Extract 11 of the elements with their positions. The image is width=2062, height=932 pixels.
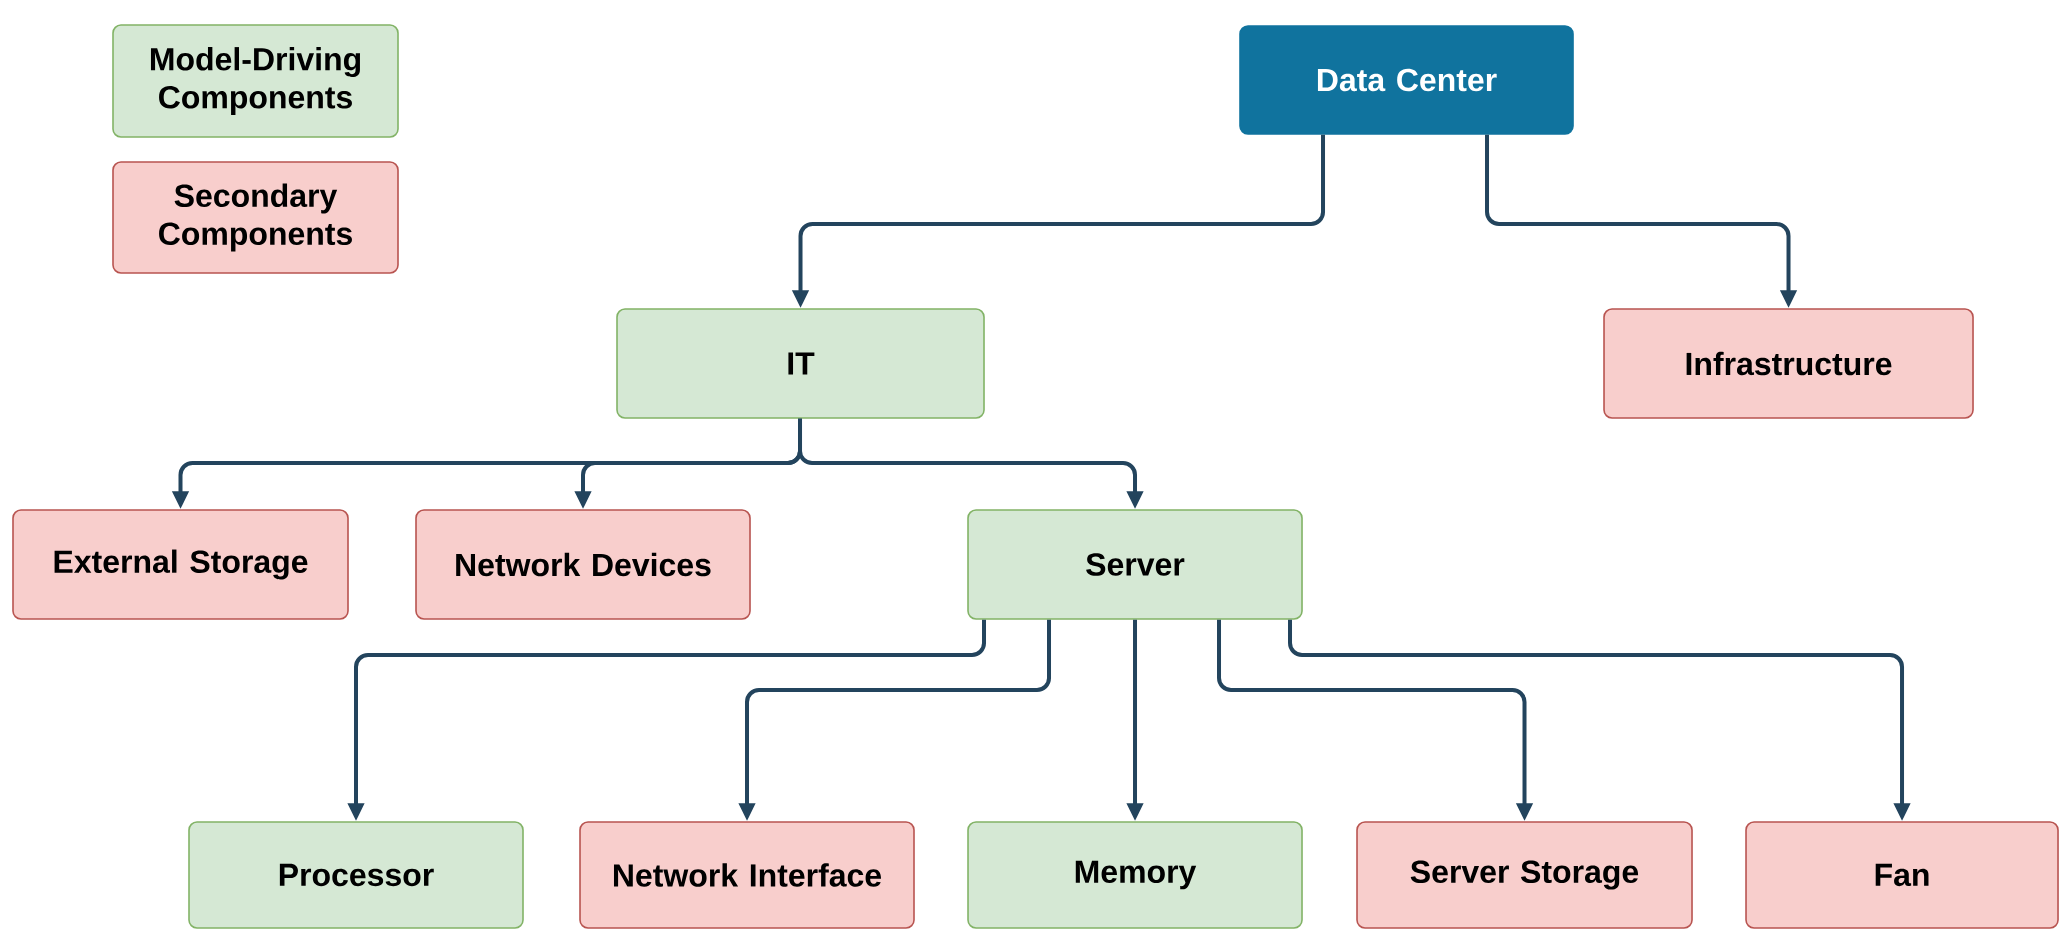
component-box: Data Center bbox=[1239, 25, 1574, 135]
component-box: Server Storage bbox=[1356, 821, 1693, 929]
component-box: Memory bbox=[967, 821, 1303, 929]
component-box: Network Devices bbox=[415, 509, 751, 620]
component-box: Server bbox=[967, 509, 1303, 620]
component-box: Infrastructure bbox=[1603, 308, 1974, 419]
component-box: Network Interface bbox=[579, 821, 915, 929]
component-box: Fan bbox=[1745, 821, 2059, 929]
component-box: IT bbox=[616, 308, 985, 419]
component-box: Processor bbox=[188, 821, 524, 929]
component-box: External Storage bbox=[12, 509, 349, 620]
